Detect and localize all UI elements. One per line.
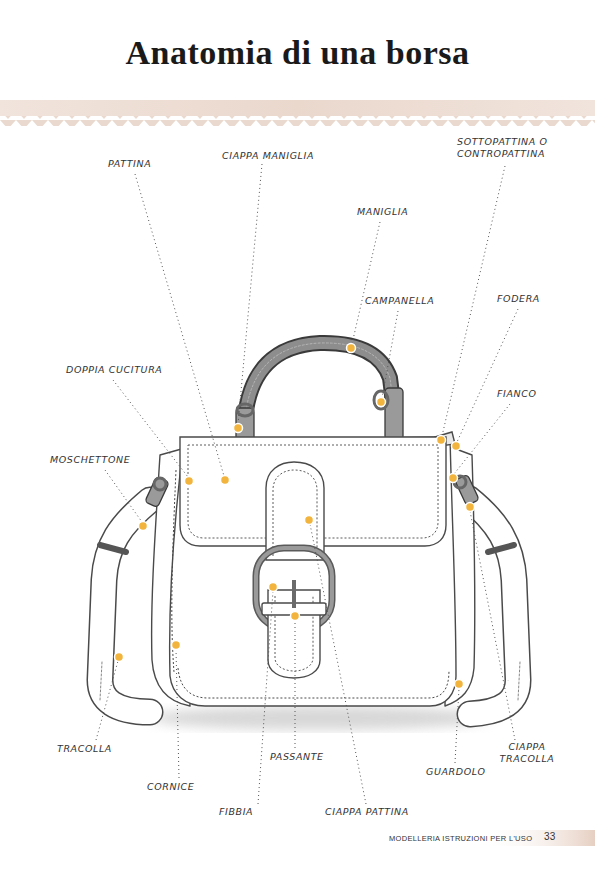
handle-tabs [236,388,403,442]
part-label: CIAPPA TRACOLLA [492,741,562,765]
part-label: FIBBIA [219,806,253,818]
part-label: CORNICE [147,781,194,793]
part-label: SOTTOPATTINA O CONTROPATTINA [457,136,569,160]
page-number: 33 [544,831,556,843]
part-label: PATTINA [108,158,151,170]
part-label: FODERA [497,293,540,305]
page-title: Anatomia di una borsa [0,34,595,72]
part-label: MANIGLIA [357,206,408,218]
flap-strap [256,462,332,678]
part-label: TRACOLLA [57,743,112,755]
part-label: DOPPIA CUCITURA [66,364,162,376]
part-label: CIAPPA PATTINA [325,806,409,818]
part-label: CAMPANELLA [365,295,434,307]
part-label: GUARDOLO [426,766,486,778]
part-label: MOSCHETTONE [50,454,130,466]
leader-lines [96,164,518,804]
callout-dots [115,344,475,689]
bag-body [152,437,475,706]
handle [245,343,395,418]
shadow [150,706,490,730]
part-label: FIANCO [497,388,537,400]
zigzag-edge [0,116,595,126]
part-label: CIAPPA MANIGLIA [222,150,314,162]
header-band [0,100,595,116]
footer-text: MODELLERIA ISTRUZIONI PER L'USO [389,833,532,845]
part-label: PASSANTE [270,751,324,763]
